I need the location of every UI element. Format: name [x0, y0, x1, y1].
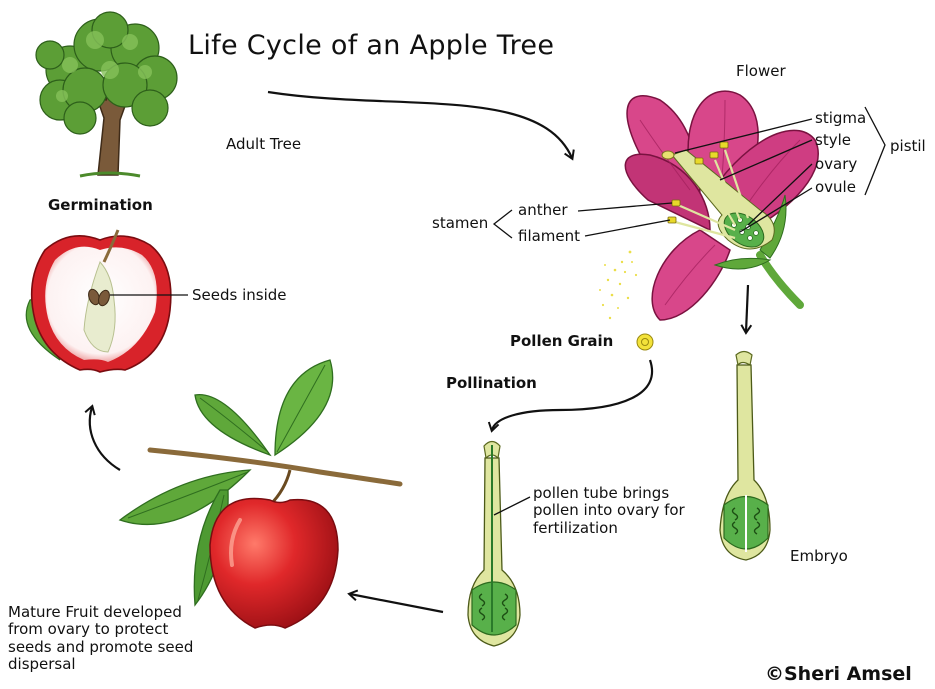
arrow-tree-to-flower — [268, 92, 572, 158]
stamen-label: stamen — [432, 215, 488, 232]
arrow-flower-to-embryo — [746, 285, 748, 332]
adult-tree-label: Adult Tree — [226, 136, 301, 153]
flower-label: Flower — [736, 63, 786, 80]
pollination-pistil-illustration — [468, 442, 530, 647]
arrow-pollination-to-fruit — [350, 594, 443, 612]
style-label: style — [815, 132, 851, 149]
mature-fruit-note: Mature Fruit developed from ovary to pro… — [8, 604, 208, 673]
arrow-fruit-to-germination — [90, 407, 120, 470]
copyright-credit: ©Sheri Amsel — [765, 664, 912, 686]
filament-label: filament — [518, 228, 580, 245]
pollen-grain-illustration — [637, 334, 653, 350]
ovule-label: ovule — [815, 179, 856, 196]
pistil-label: pistil — [890, 138, 926, 155]
stigma-label: stigma — [815, 110, 866, 127]
apple-cross-section-illustration — [26, 230, 188, 372]
seeds-inside-label: Seeds inside — [192, 287, 287, 304]
diagram-title: Life Cycle of an Apple Tree — [188, 30, 554, 61]
ovary-label: ovary — [815, 156, 857, 173]
germination-label: Germination — [48, 197, 153, 214]
embryo-label: Embryo — [790, 548, 848, 565]
pollen-grain-label: Pollen Grain — [510, 333, 613, 350]
pollen-tube-note: pollen tube brings pollen into ovary for… — [533, 485, 693, 537]
mature-fruit-illustration — [120, 360, 400, 628]
embryo-pistil-illustration — [720, 352, 770, 561]
adult-tree-illustration — [36, 12, 177, 176]
arrow-pollen-to-pollination — [492, 360, 652, 430]
pollination-label: Pollination — [446, 375, 537, 392]
anther-label: anther — [518, 202, 567, 219]
